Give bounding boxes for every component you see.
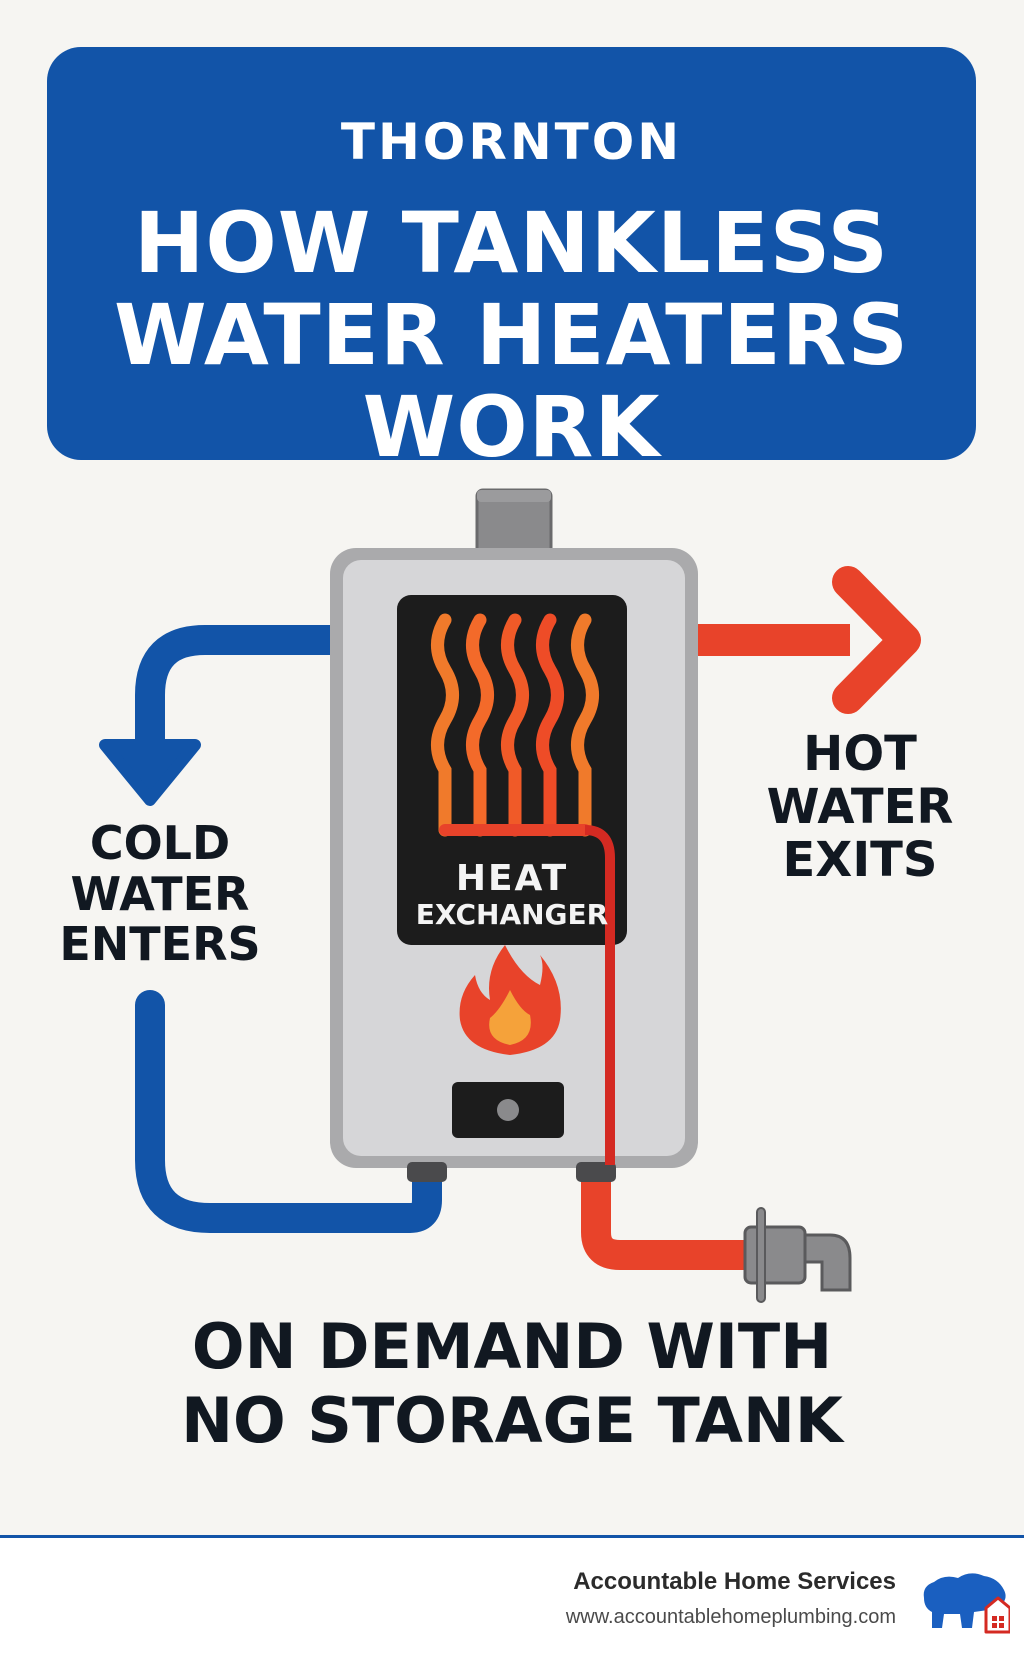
hot-water-faucet-pipe bbox=[581, 1163, 767, 1270]
cold-water-inlet-pipe bbox=[99, 625, 330, 806]
footer-divider bbox=[0, 1535, 1024, 1538]
heat-exchanger-panel bbox=[397, 595, 627, 945]
page-title: HOW TANKLESS WATER HEATERS WORK bbox=[113, 194, 909, 476]
header-banner: THORNTON HOW TANKLESS WATER HEATERS WORK bbox=[47, 47, 976, 473]
company-url[interactable]: www.accountablehomeplumbing.com bbox=[565, 1606, 896, 1628]
cold-water-supply-pipe bbox=[135, 990, 442, 1233]
tagline: ON DEMAND WITH NO STORAGE TANK bbox=[181, 1310, 843, 1457]
control-display bbox=[452, 1082, 564, 1138]
arrow-down-icon bbox=[99, 739, 201, 806]
bison-house-logo-icon bbox=[923, 1573, 1010, 1634]
cold-water-label: COLD WATER ENTERS bbox=[59, 816, 261, 972]
flame-icon bbox=[459, 945, 561, 1055]
heat-exchanger-label-line1: HEAT bbox=[455, 858, 569, 899]
internal-hot-pipe bbox=[584, 825, 615, 1165]
hot-outlet-fitting bbox=[576, 1162, 616, 1182]
heat-exchanger-label: HEAT EXCHANGER bbox=[398, 858, 626, 932]
header-city: THORNTON bbox=[340, 113, 683, 171]
exhaust-vent bbox=[475, 488, 553, 557]
cold-inlet-fitting bbox=[407, 1162, 447, 1182]
heat-exchanger-label-line2: EXCHANGER bbox=[415, 898, 609, 932]
arrow-right-icon bbox=[832, 566, 921, 714]
footer bbox=[0, 1538, 1024, 1666]
power-indicator bbox=[497, 1099, 519, 1121]
company-name: Accountable Home Services bbox=[573, 1568, 896, 1595]
faucet-icon bbox=[743, 1207, 852, 1303]
hot-water-label: HOT WATER EXITS bbox=[766, 726, 954, 888]
